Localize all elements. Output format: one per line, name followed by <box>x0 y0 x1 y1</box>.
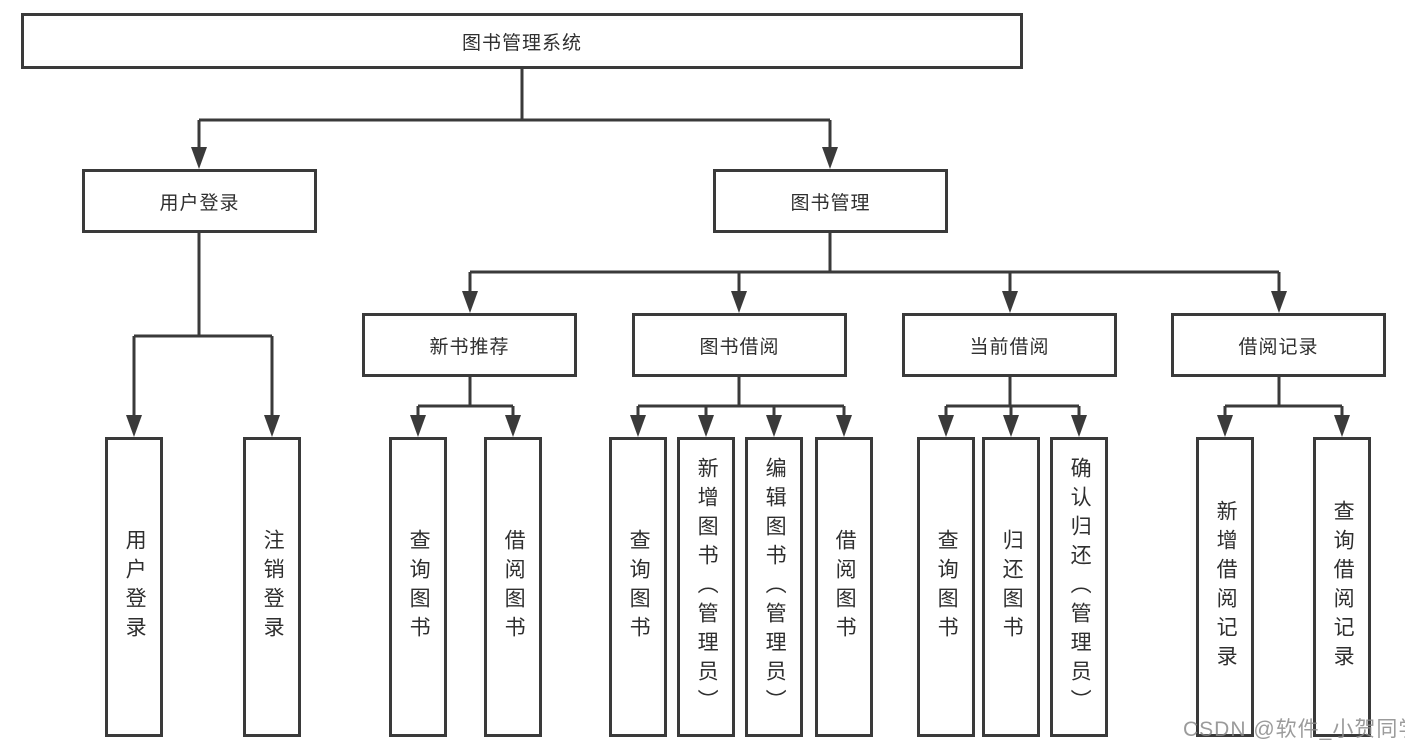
leaf-edit-books-admin: 编辑图书（管理员） <box>745 437 803 737</box>
leaf-add-borrow-record: 新增借阅记录 <box>1196 437 1254 737</box>
leaf-query-books-current-label: 查询图书 <box>935 529 959 645</box>
leaf-return-books: 归还图书 <box>982 437 1040 737</box>
leaf-borrow-books: 借阅图书 <box>815 437 873 737</box>
leaf-query-borrow-record: 查询借阅记录 <box>1313 437 1371 737</box>
leaf-borrow-books-label: 借阅图书 <box>833 529 857 645</box>
node-book-borrowing: 图书借阅 <box>632 313 847 377</box>
leaf-borrow-books-recommend: 借阅图书 <box>484 437 542 737</box>
leaf-query-books-borrowing: 查询图书 <box>609 437 667 737</box>
leaf-confirm-return-admin: 确认归还（管理员） <box>1050 437 1108 737</box>
leaf-query-books-recommend-label: 查询图书 <box>407 529 431 645</box>
node-book-management: 图书管理 <box>713 169 948 233</box>
csdn-watermark: CSDN @软件_小贺同学 <box>1183 718 1405 741</box>
leaf-add-books-admin-label: 新增图书（管理员） <box>695 456 719 718</box>
node-borrowing-records: 借阅记录 <box>1171 313 1386 377</box>
node-user-login-branch-label: 用户登录 <box>159 192 240 214</box>
leaf-logout: 注销登录 <box>243 437 301 737</box>
node-borrowing-records-label: 借阅记录 <box>1238 336 1319 358</box>
leaf-add-borrow-record-label: 新增借阅记录 <box>1214 500 1238 674</box>
node-current-borrowing-label: 当前借阅 <box>969 336 1050 358</box>
leaf-query-borrow-record-label: 查询借阅记录 <box>1331 500 1355 674</box>
leaf-logout-label: 注销登录 <box>261 529 285 645</box>
node-current-borrowing: 当前借阅 <box>902 313 1117 377</box>
node-user-login-branch: 用户登录 <box>82 169 317 233</box>
leaf-query-books-recommend: 查询图书 <box>389 437 447 737</box>
leaf-confirm-return-admin-label: 确认归还（管理员） <box>1068 456 1092 718</box>
leaf-borrow-books-recommend-label: 借阅图书 <box>502 529 526 645</box>
leaf-user-login: 用户登录 <box>105 437 163 737</box>
node-library-system-label: 图书管理系统 <box>461 32 582 54</box>
leaf-return-books-label: 归还图书 <box>1000 529 1024 645</box>
leaf-query-books-current: 查询图书 <box>917 437 975 737</box>
node-library-system: 图书管理系统 <box>21 13 1023 69</box>
leaf-edit-books-admin-label: 编辑图书（管理员） <box>763 456 787 718</box>
node-new-book-recommendation: 新书推荐 <box>362 313 577 377</box>
leaf-user-login-label: 用户登录 <box>123 529 147 645</box>
node-book-management-label: 图书管理 <box>790 192 871 214</box>
node-new-book-recommendation-label: 新书推荐 <box>429 336 510 358</box>
leaf-query-books-borrowing-label: 查询图书 <box>627 529 651 645</box>
leaf-add-books-admin: 新增图书（管理员） <box>677 437 735 737</box>
node-book-borrowing-label: 图书借阅 <box>699 336 780 358</box>
